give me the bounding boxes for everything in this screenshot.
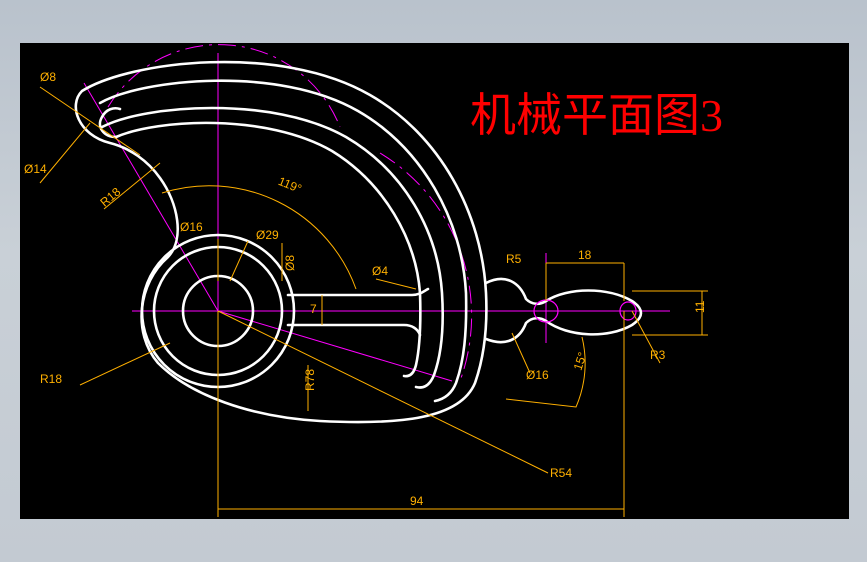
angle15-arc bbox=[505, 336, 586, 408]
label-len18: 18 bbox=[578, 248, 592, 262]
inner-slot-edge-inner bbox=[114, 121, 422, 378]
label-r3: R3 bbox=[650, 348, 666, 362]
slot-rounded-end bbox=[98, 106, 122, 139]
leader-d29 bbox=[229, 240, 249, 282]
arm-lower-edge bbox=[286, 323, 422, 337]
slot-end-centerline bbox=[83, 82, 219, 312]
leader-r18-lower bbox=[79, 342, 171, 386]
leader-r54 bbox=[217, 310, 549, 474]
inner-slot-edge-outer bbox=[100, 106, 445, 389]
label-len94: 94 bbox=[410, 494, 424, 508]
leader-d8-top bbox=[39, 86, 141, 156]
arm-upper-edge bbox=[286, 287, 430, 297]
label-r78: R78 bbox=[303, 369, 317, 391]
handle-knob bbox=[544, 289, 643, 336]
label-d8-vertical: Ø8 bbox=[283, 255, 297, 271]
leader-d16-right bbox=[511, 332, 531, 374]
knob-hole-right bbox=[619, 301, 637, 321]
leader-r3 bbox=[631, 310, 661, 364]
outer-slot-edge bbox=[98, 79, 468, 403]
arc-centerline-lower bbox=[379, 152, 473, 382]
arc-centerline-upper bbox=[107, 44, 341, 128]
neck-upper-edge bbox=[484, 277, 548, 306]
label-d16-right: Ø16 bbox=[526, 368, 549, 382]
label-r18-lower: R18 bbox=[40, 372, 62, 386]
leader-d14 bbox=[39, 122, 91, 184]
centerlines bbox=[83, 44, 670, 382]
label-angle-119: 119° bbox=[276, 174, 304, 196]
drawing-canvas: Ø8 Ø14 R18 119° Ø16 Ø29 Ø8 Ø4 7 R18 R78 … bbox=[20, 43, 849, 519]
outer-contour bbox=[74, 60, 488, 424]
label-r54: R54 bbox=[550, 466, 572, 480]
label-d29: Ø29 bbox=[256, 228, 279, 242]
label-d4: Ø4 bbox=[372, 264, 388, 278]
label-h11: 11 bbox=[693, 300, 707, 313]
label-d16-left: Ø16 bbox=[180, 220, 203, 234]
slot-end2-centerline bbox=[217, 310, 453, 382]
label-r18-upper: R18 bbox=[97, 184, 123, 209]
dimension-lines bbox=[39, 86, 708, 517]
neck-lower-edge bbox=[484, 316, 548, 344]
angle-arc bbox=[161, 185, 357, 290]
drawing-title: 机械平面图3 bbox=[470, 90, 723, 141]
leader-d4 bbox=[375, 278, 417, 290]
cad-drawing: Ø8 Ø14 R18 119° Ø16 Ø29 Ø8 Ø4 7 R18 R78 … bbox=[24, 44, 723, 517]
label-width7: 7 bbox=[310, 302, 317, 316]
leader-r18-upper bbox=[103, 162, 161, 210]
label-r5: R5 bbox=[506, 252, 522, 266]
label-d14: Ø14 bbox=[24, 162, 47, 176]
label-d8-top: Ø8 bbox=[40, 70, 56, 84]
label-angle-15: 15° bbox=[571, 350, 590, 372]
